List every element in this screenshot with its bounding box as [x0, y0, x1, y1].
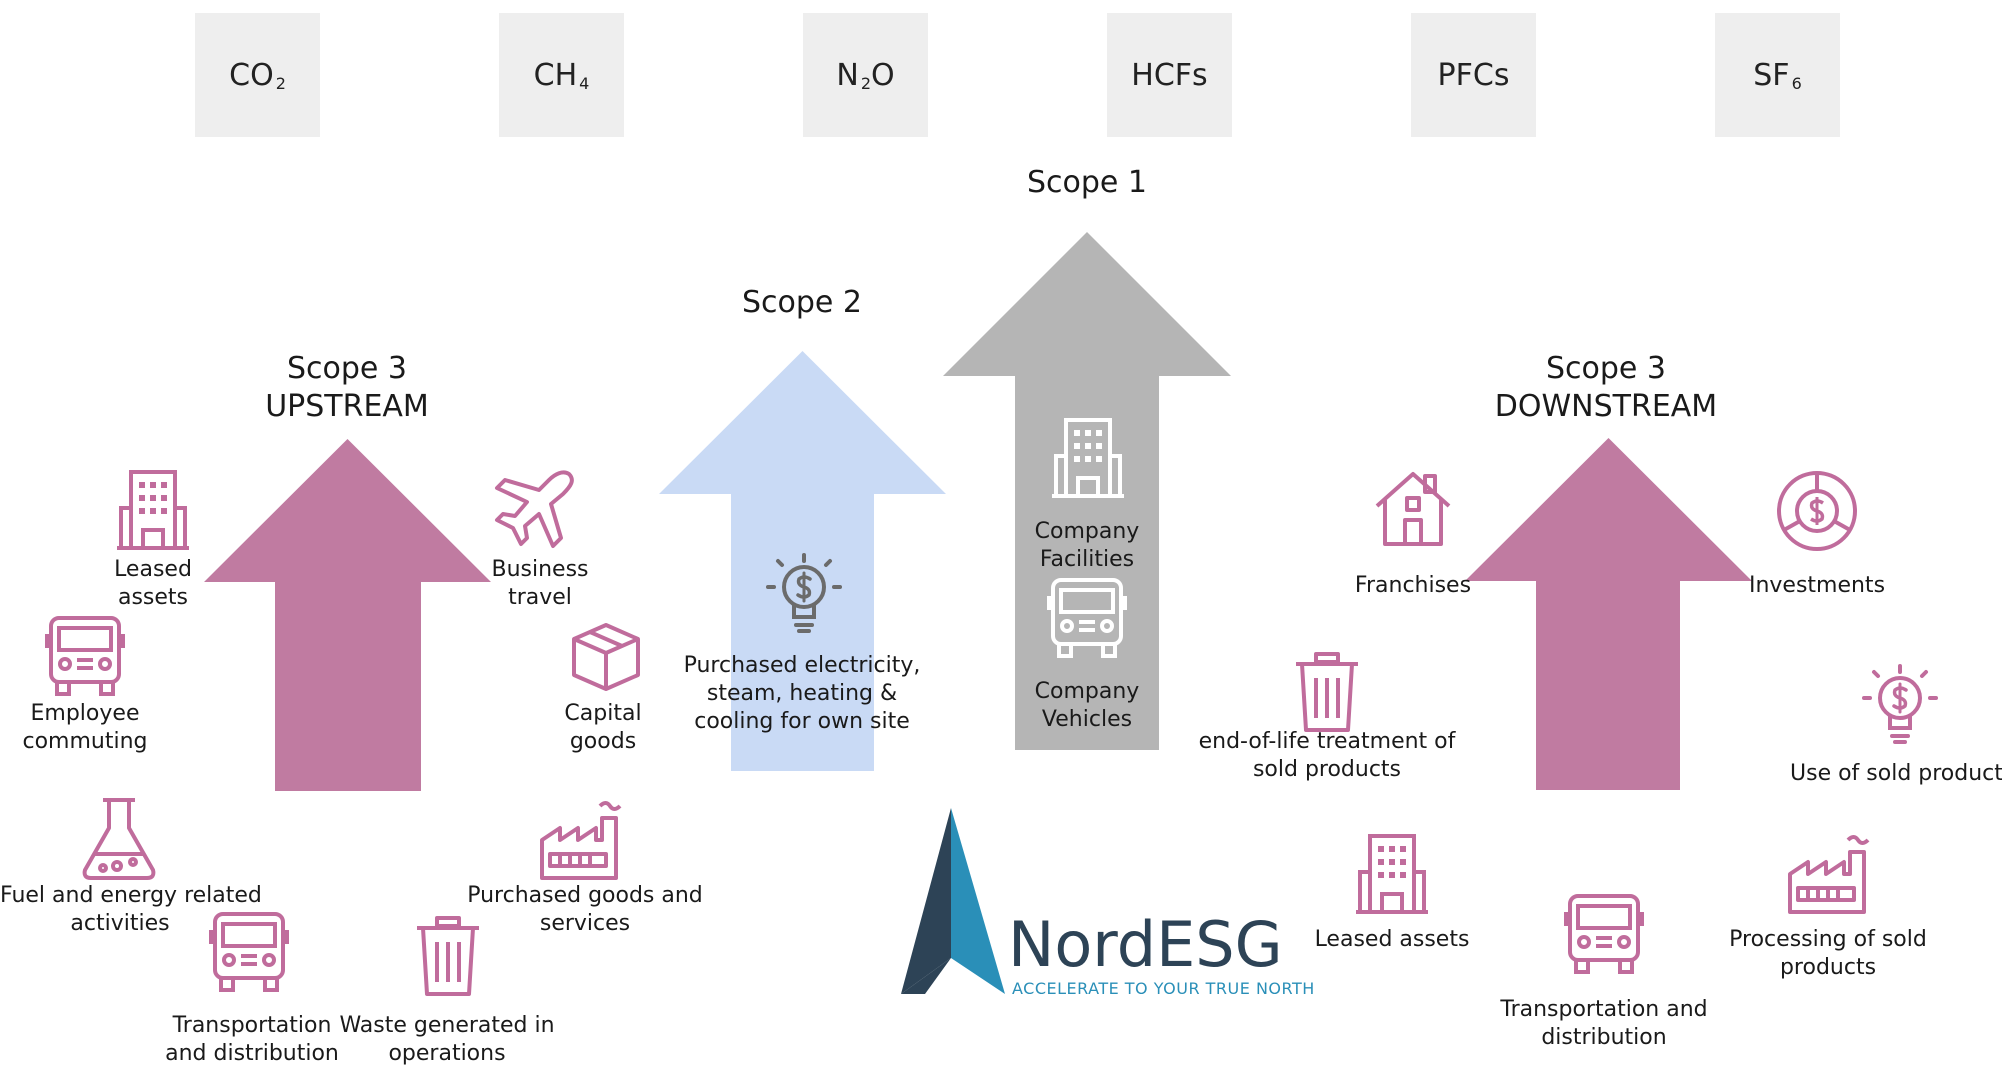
bus-icon [1564, 894, 1644, 974]
building-icon [117, 470, 189, 550]
nordesg-logo-mark [901, 808, 1005, 994]
scope2-title: Scope 2 [741, 285, 862, 320]
box-icon [572, 623, 640, 691]
purchased-electricity-label: Purchased electricity,steam, heating &co… [683, 653, 921, 734]
lightbulb-dollar-icon [766, 553, 842, 633]
nordesg-logo-text: NordESG [1008, 908, 1283, 981]
gas-hcfs: HCFs [1107, 13, 1232, 137]
trash-icon [417, 916, 479, 996]
scope1-title: Scope 1 [1026, 165, 1147, 200]
airplane-icon [495, 470, 574, 548]
franchises-label: Franchises [1354, 573, 1472, 598]
house-icon [1375, 472, 1451, 546]
factory-icon [540, 801, 622, 880]
factory-icon [1788, 835, 1870, 914]
bus-icon [45, 616, 125, 696]
building-icon [1052, 418, 1124, 498]
scope3-upstream-arrow [204, 439, 491, 791]
investment-dollar-icon [1777, 471, 1857, 551]
scope1-arrow [943, 232, 1231, 750]
building-icon [1356, 834, 1428, 914]
lightbulb-dollar-icon [1862, 664, 1938, 744]
investments-label: Investments [1748, 573, 1886, 598]
gas-pfcs: PFCs [1411, 13, 1536, 137]
trash-icon [1296, 652, 1358, 732]
scope3-downstream-arrow [1465, 438, 1752, 790]
bus-icon [1047, 578, 1127, 658]
flask-icon [82, 798, 156, 880]
bus-icon [209, 912, 289, 992]
use-of-sold-products-label: Use of sold products [1790, 761, 2002, 786]
nordesg-tagline: ACCELERATE TO YOUR TRUE NORTH [1012, 979, 1315, 998]
leased-assets-downstream-label: Leased assets [1314, 927, 1470, 952]
